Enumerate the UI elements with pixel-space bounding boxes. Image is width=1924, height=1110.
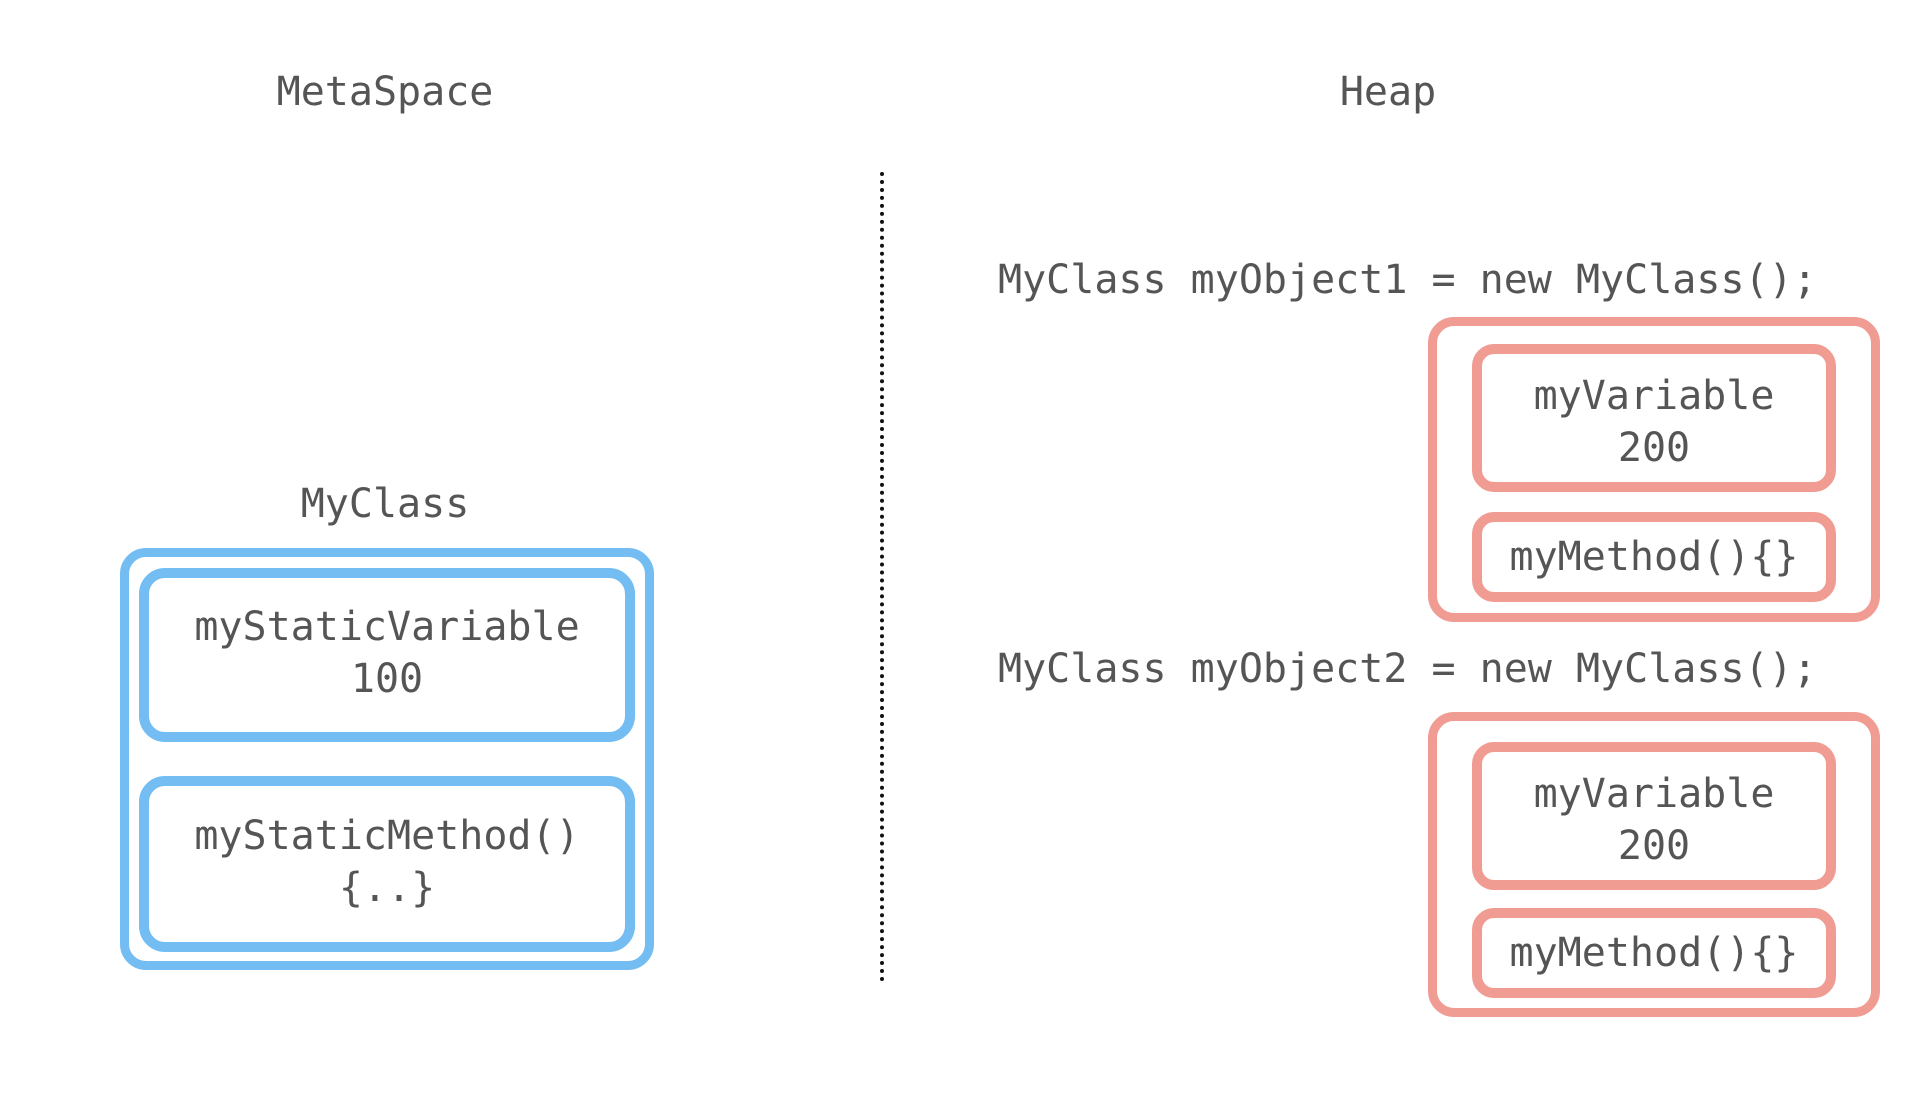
object2-box (1428, 712, 1880, 1017)
object2-method: myMethod(){} (1509, 930, 1799, 976)
object2-method-box: myMethod(){} (1472, 908, 1836, 998)
object1-method: myMethod(){} (1509, 534, 1799, 580)
object2-declaration: MyClass myObject2 = new MyClass(); (998, 646, 1817, 692)
static-variable-box: myStaticVariable 100 (139, 568, 635, 742)
object1-box (1428, 317, 1880, 622)
heap-heading: Heap (1339, 69, 1437, 115)
object1-declaration: MyClass myObject1 = new MyClass(); (998, 257, 1817, 303)
object1-variable-value: 200 (1617, 425, 1691, 471)
object2-variable-box: myVariable 200 (1472, 742, 1836, 890)
static-method-body: {..} (338, 865, 436, 911)
object2-variable-name: myVariable (1533, 771, 1775, 817)
class-label: MyClass (300, 481, 470, 527)
static-variable-value: 100 (350, 656, 424, 702)
static-method-signature: myStaticMethod() (194, 813, 580, 859)
object1-variable-name: myVariable (1533, 373, 1775, 419)
object1-method-box: myMethod(){} (1472, 512, 1836, 602)
object1-variable-box: myVariable 200 (1472, 344, 1836, 492)
static-variable-name: myStaticVariable (194, 604, 580, 650)
class-box (120, 548, 654, 970)
metaspace-heading: MetaSpace (276, 69, 494, 115)
section-divider (880, 172, 884, 982)
static-method-box: myStaticMethod() {..} (139, 776, 635, 952)
object2-variable-value: 200 (1617, 823, 1691, 869)
